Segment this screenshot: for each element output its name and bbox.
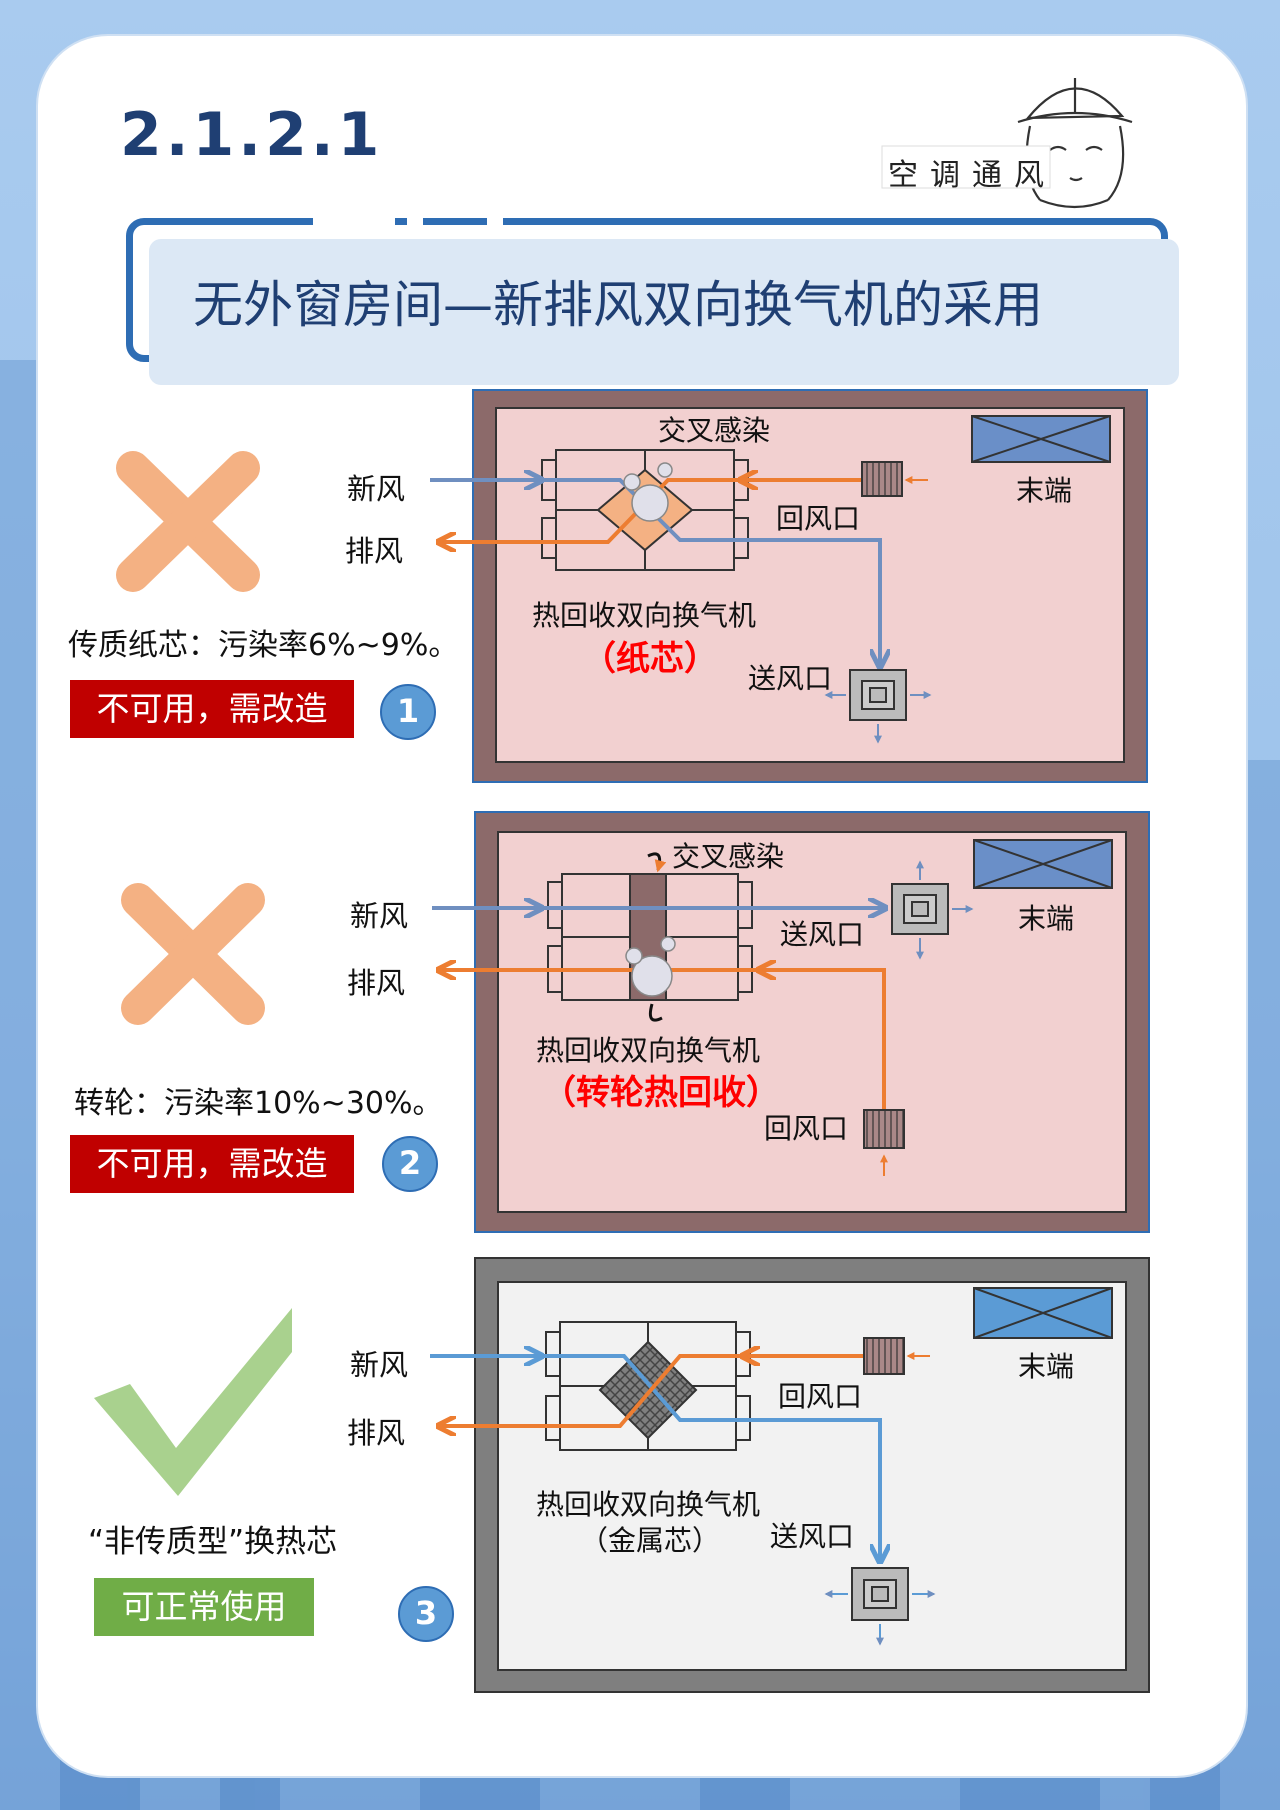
section-number: 2.1.2.1 xyxy=(120,100,384,170)
return-air-arrow xyxy=(760,970,886,1110)
return-vent-icon xyxy=(863,1109,905,1149)
status-badge: 不可用，需改造 xyxy=(70,680,354,738)
core-type-label: （金属芯） xyxy=(580,1524,720,1557)
page-title: 无外窗房间—新排风双向换气机的采用 xyxy=(193,276,1043,334)
return-vent-icon xyxy=(861,461,903,497)
return-vent-label: 回风口 xyxy=(764,1112,848,1145)
step-number-badge: 2 xyxy=(382,1136,438,1192)
cross-mark-icon xyxy=(116,451,260,592)
heading-frame: 无外窗房间—新排风双向换气机的采用 xyxy=(126,216,1179,385)
logo-text: 空调通风 xyxy=(888,158,1056,193)
step-number-badge: 3 xyxy=(398,1586,454,1642)
status-badge: 不可用，需改造 xyxy=(70,1135,354,1193)
supply-air-path xyxy=(540,1354,880,1560)
description-1: 传质纸芯：污染率6%~9%。 xyxy=(68,628,459,663)
supply-vent-icon xyxy=(824,1567,936,1646)
fresh-air-label: 新风 xyxy=(347,472,406,506)
diagram-1: 交叉感染 末端 回风口 热回收双向换气机 （纸芯） 送风口 xyxy=(430,389,1148,783)
terminal-label: 末端 xyxy=(1018,1350,1074,1383)
unit-name-label: 热回收双向换气机 xyxy=(536,1488,760,1521)
return-vent-label: 回风口 xyxy=(776,502,860,535)
supply-air-path xyxy=(540,478,880,665)
exhaust-air-label: 排风 xyxy=(347,1416,406,1450)
supply-vent-label: 送风口 xyxy=(748,662,832,695)
rotation-arrow-icon xyxy=(647,852,667,873)
exhaust-air-arrow xyxy=(440,1354,744,1426)
exhaust-air-label: 排风 xyxy=(345,534,404,568)
terminal-unit-icon xyxy=(973,839,1113,889)
cross-infection-label: 交叉感染 xyxy=(672,840,784,873)
return-vent-label: 回风口 xyxy=(778,1380,862,1413)
supply-vent-icon xyxy=(891,860,974,960)
core-type-label: （转轮热回收） xyxy=(542,1073,780,1113)
fresh-air-label: 新风 xyxy=(350,1348,409,1382)
description-2: 转轮：污染率10%~30%。 xyxy=(74,1086,443,1121)
step-number-badge: 1 xyxy=(380,684,436,740)
supply-vent-label: 送风口 xyxy=(770,1520,854,1553)
frame-gap xyxy=(487,216,503,227)
heading-background xyxy=(149,239,1179,385)
rotation-arrow-icon xyxy=(648,1003,663,1022)
status-badge: 可正常使用 xyxy=(94,1578,314,1636)
virus-icon xyxy=(623,462,673,522)
terminal-label: 末端 xyxy=(1016,474,1072,507)
check-mark-icon xyxy=(94,1308,292,1496)
cross-mark-icon xyxy=(121,883,265,1025)
fresh-air-label: 新风 xyxy=(350,899,409,933)
unit-name-label: 热回收双向换气机 xyxy=(532,599,756,632)
diagram-2: 交叉感染 末端 送风口 热回收双向换气机 （转轮热回收） 回风口 xyxy=(432,811,1150,1233)
return-vent-icon xyxy=(863,1337,905,1375)
frame-gap xyxy=(407,216,423,227)
core-type-label: （纸芯） xyxy=(582,639,718,679)
terminal-unit-icon xyxy=(973,1287,1113,1339)
unit-name-label: 热回收双向换气机 xyxy=(536,1034,760,1067)
exhaust-air-label: 排风 xyxy=(347,966,406,1000)
frame-gap xyxy=(313,216,395,227)
supply-vent-label: 送风口 xyxy=(780,918,864,951)
terminal-unit-icon xyxy=(971,415,1111,463)
virus-icon xyxy=(625,936,676,997)
description-3: “非传质型”换热芯 xyxy=(88,1524,338,1560)
terminal-label: 末端 xyxy=(1018,902,1074,935)
diagram-3: 末端 回风口 热回收双向换气机 （金属芯） 送风口 xyxy=(430,1257,1150,1693)
supply-vent-icon xyxy=(824,669,932,744)
cross-infection-label: 交叉感染 xyxy=(658,414,770,447)
